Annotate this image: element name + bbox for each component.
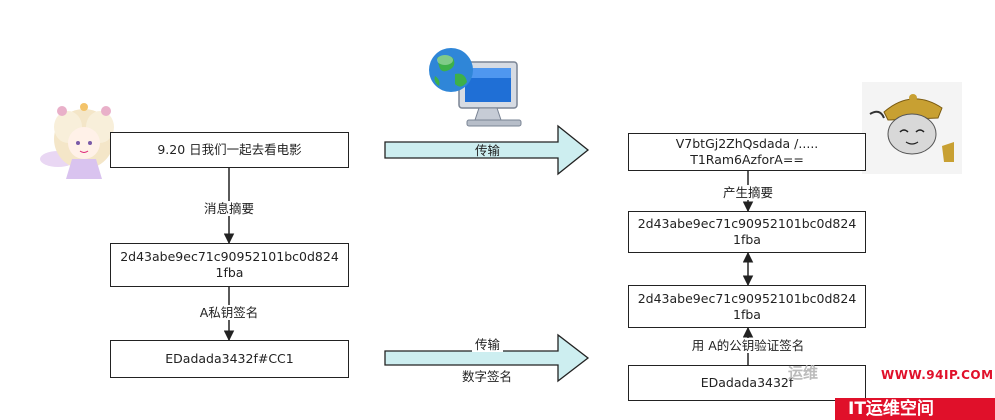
private-key-sign-label: A私钥签名 — [196, 305, 262, 320]
watermark-faint-text: 运维 — [788, 364, 819, 382]
sender-signature-text: EDadada3432f#CC1 — [165, 351, 294, 366]
receiver-digest-box-1: 2d43abe9ec71c90952101bc0d824 1fba — [628, 211, 866, 253]
produce-digest-label: 产生摘要 — [719, 185, 777, 200]
receiver-digest1-line2: 1fba — [733, 232, 761, 247]
transmit-arrow-top — [384, 124, 590, 176]
digital-signature-label: 数字签名 — [459, 369, 516, 384]
sender-avatar-icon — [40, 103, 114, 179]
sender-digest-line1: 2d43abe9ec71c90952101bc0d824 — [120, 249, 339, 264]
ciphertext-box: V7btGj2ZhQsdada /..... T1Ram6AzforA== — [628, 133, 866, 171]
network-computer-icon — [429, 48, 522, 127]
receiver-signature-box: EDadada3432f — [628, 365, 866, 401]
sender-digest-box: 2d43abe9ec71c90952101bc0d824 1fba — [110, 243, 349, 287]
receiver-signature-text: EDadada3432f — [700, 375, 794, 390]
watermark-banner — [835, 398, 995, 420]
receiver-avatar-icon — [862, 82, 962, 174]
ciphertext-line1: V7btGj2ZhQsdada /..... — [675, 136, 819, 151]
sender-signature-box: EDadada3432f#CC1 — [110, 340, 349, 378]
public-key-verify-label: 用 A的公钥验证签名 — [688, 338, 808, 353]
transmit-label-top: 传输 — [475, 143, 501, 158]
transmit-label-bottom: 传输 — [472, 337, 504, 352]
receiver-digest2-line2: 1fba — [733, 306, 761, 322]
plain-message-box: 9.20 日我们一起去看电影 — [110, 132, 349, 168]
receiver-digest2-line1: 2d43abe9ec71c90952101bc0d824 — [637, 290, 857, 306]
plain-message-text: 9.20 日我们一起去看电影 — [157, 142, 302, 157]
digest-label: 消息摘要 — [200, 201, 258, 216]
watermark-url: WWW.94IP.COM — [881, 368, 994, 382]
receiver-digest-box-2: 2d43abe9ec71c90952101bc0d824 1fba — [628, 285, 866, 328]
ciphertext-line2: T1Ram6AzforA== — [690, 152, 804, 167]
transmit-arrow-bottom — [384, 333, 590, 383]
sender-digest-line2: 1fba — [215, 265, 244, 280]
watermark-title: IT运维空间 — [848, 399, 934, 419]
receiver-digest1-line1: 2d43abe9ec71c90952101bc0d824 — [637, 216, 857, 231]
